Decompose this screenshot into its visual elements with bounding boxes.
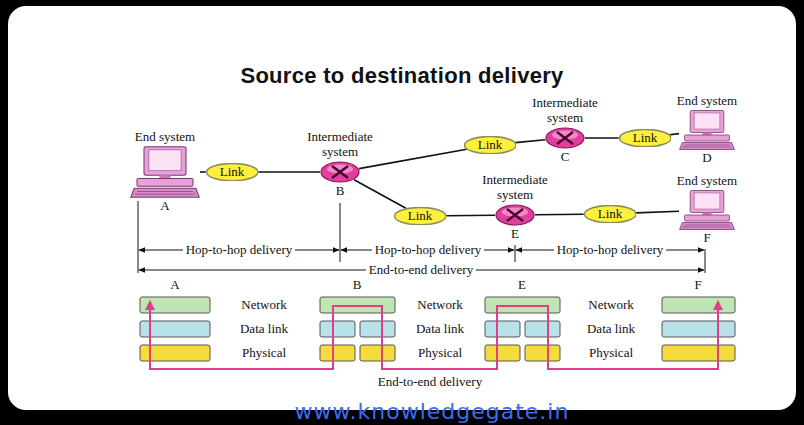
router-icon <box>545 127 585 149</box>
diagram-label: Network <box>588 298 634 313</box>
diagram-label: Hop-to-hop delivery <box>183 243 296 258</box>
bracket-line <box>515 245 516 262</box>
system-heading: Intermediate system <box>475 173 555 202</box>
end-system: End systemA <box>130 130 200 214</box>
system-letter: C <box>561 150 570 164</box>
bracket-line <box>340 203 341 262</box>
diagram-label: Hop-to-hop delivery <box>372 243 485 258</box>
link-oval: Link <box>464 136 517 154</box>
intermediate-system: Intermediate systemB <box>300 130 380 198</box>
datalink-layer <box>485 321 520 337</box>
system-letter: F <box>703 231 710 245</box>
router-icon <box>495 204 535 226</box>
system-letter: D <box>702 151 711 165</box>
data-path-arrowhead <box>713 300 723 310</box>
link-line <box>585 137 619 139</box>
link-line <box>359 149 467 168</box>
physical-layer <box>525 345 560 361</box>
bracket-line <box>705 249 706 273</box>
link-line <box>515 140 545 143</box>
router-icon <box>320 161 360 183</box>
diagram-label: B <box>353 278 362 293</box>
diagram-label: Hop-to-hop delivery <box>554 243 667 258</box>
data-path-arrowhead <box>145 300 155 310</box>
diagram-label: End-to-end delivery <box>366 263 476 278</box>
diagram-label: A <box>170 278 179 293</box>
network-layer <box>662 297 735 313</box>
end-system: End systemF <box>677 174 737 246</box>
system-letter: B <box>336 184 345 198</box>
diagram-label: F <box>694 278 701 293</box>
system-heading: Intermediate system <box>300 130 380 159</box>
system-heading: End system <box>677 94 737 108</box>
datalink-layer <box>320 321 355 337</box>
link-line <box>200 171 206 173</box>
intermediate-system: Intermediate systemE <box>475 173 555 241</box>
end-system: End systemD <box>677 94 737 166</box>
link-oval: Link <box>584 205 637 223</box>
system-heading: End system <box>677 174 737 188</box>
diagram-title: Source to destination delivery <box>240 63 563 89</box>
diagram-label: Network <box>241 298 287 313</box>
computer-icon <box>679 190 735 230</box>
datalink-layer <box>360 321 395 337</box>
intermediate-system: Intermediate systemC <box>525 96 605 164</box>
physical-layer <box>485 345 520 361</box>
link-oval: Link <box>619 129 672 147</box>
physical-layer <box>360 345 395 361</box>
system-letter: E <box>511 227 519 241</box>
computer-icon <box>679 110 735 150</box>
diagram-label: E <box>518 278 526 293</box>
link-line <box>258 171 320 173</box>
diagram-label: Data link <box>416 322 464 337</box>
link-label: Link <box>220 165 245 179</box>
watermark: www.knowledgegate.in <box>295 399 570 424</box>
layer-stacks <box>140 297 735 361</box>
link-oval: Link <box>394 207 447 225</box>
diagram-label: Physical <box>242 346 286 361</box>
physical-layer <box>662 345 735 361</box>
link-label: Link <box>478 138 503 152</box>
diagram-label: Data link <box>240 322 288 337</box>
link-oval: Link <box>206 163 259 181</box>
link-line <box>670 134 679 135</box>
link-line <box>446 214 495 216</box>
physical-layer <box>320 345 355 361</box>
computer-icon <box>130 146 200 198</box>
system-letter: A <box>160 199 169 213</box>
link-label: Link <box>408 209 433 223</box>
link-line <box>636 211 679 213</box>
link-label: Link <box>598 207 623 221</box>
diagram-label: Network <box>417 298 463 313</box>
diagram-label: Physical <box>418 346 462 361</box>
link-line <box>354 180 406 209</box>
datalink-layer <box>525 321 560 337</box>
link-label: Link <box>633 131 658 145</box>
system-heading: Intermediate system <box>525 96 605 125</box>
bracket-line <box>138 201 139 273</box>
link-line <box>535 214 584 216</box>
diagram-label: Data link <box>587 322 635 337</box>
datalink-layer <box>662 321 735 337</box>
data-path-line <box>150 306 718 369</box>
diagram-label: End-to-end delivery <box>375 375 485 390</box>
system-heading: End system <box>135 130 195 144</box>
diagram-label: Physical <box>589 346 633 361</box>
